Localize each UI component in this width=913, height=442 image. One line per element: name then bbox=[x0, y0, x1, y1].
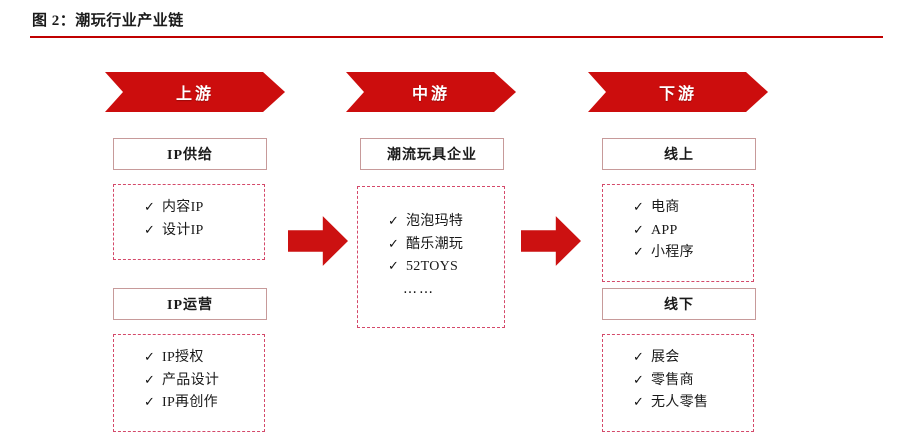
group-items-ip-supply: ✓ 内容IP ✓ 设计IP bbox=[113, 184, 265, 260]
list-item: ✓ 设计IP bbox=[144, 220, 264, 243]
check-icon: ✓ bbox=[388, 259, 399, 275]
stage-banner-downstream: 下游 bbox=[588, 72, 768, 112]
list-item-label: 小程序 bbox=[651, 245, 694, 261]
group-title-ip-operation: IP运营 bbox=[113, 288, 267, 320]
flow-arrow-icon-upstream-to-midstream bbox=[288, 216, 348, 266]
group-title-label: 潮流玩具企业 bbox=[387, 148, 477, 163]
list-ellipsis: …… bbox=[403, 281, 435, 298]
group-title-label: 线下 bbox=[664, 298, 694, 313]
stage-banner-label: 下游 bbox=[658, 86, 697, 103]
group-title-online: 线上 bbox=[602, 138, 756, 170]
list-item: ✓ 零售商 bbox=[633, 370, 753, 393]
list-item-label: IP授权 bbox=[162, 350, 204, 365]
check-icon: ✓ bbox=[144, 395, 155, 411]
group-title-label: 线上 bbox=[664, 148, 694, 163]
check-icon: ✓ bbox=[633, 350, 644, 365]
group-items-offline: ✓ 展会 ✓ 零售商 ✓ 无人零售 bbox=[602, 334, 754, 432]
group-title-offline: 线下 bbox=[602, 288, 756, 320]
stage-banner-midstream: 中游 bbox=[346, 72, 516, 112]
list-item-label: 酷乐潮玩 bbox=[406, 236, 464, 252]
group-title-ip-supply: IP供给 bbox=[113, 138, 267, 170]
item-list: ✓ 展会 ✓ 零售商 ✓ 无人零售 bbox=[603, 347, 753, 415]
group-items-toy-companies: ✓ 泡泡玛特 ✓ 酷乐潮玩 ✓ 52TOYS …… bbox=[357, 186, 505, 328]
item-list: ✓ 泡泡玛特 ✓ 酷乐潮玩 ✓ 52TOYS bbox=[358, 211, 504, 279]
list-item-label: 设计IP bbox=[162, 222, 204, 238]
list-item: ✓ 小程序 bbox=[633, 242, 753, 265]
list-item: ✓ 展会 bbox=[633, 347, 753, 370]
list-item: ✓ APP bbox=[633, 220, 753, 243]
list-item: ✓ 无人零售 bbox=[633, 392, 753, 415]
group-items-online: ✓ 电商 ✓ APP ✓ 小程序 bbox=[602, 184, 754, 282]
check-icon: ✓ bbox=[144, 372, 155, 388]
check-icon: ✓ bbox=[144, 350, 155, 365]
check-icon: ✓ bbox=[388, 214, 399, 229]
list-item-label: 电商 bbox=[651, 200, 680, 215]
list-item: ✓ 产品设计 bbox=[144, 370, 264, 393]
list-item-label: 展会 bbox=[651, 350, 680, 365]
list-item: ✓ 泡泡玛特 bbox=[388, 211, 504, 234]
list-item: ✓ IP授权 bbox=[144, 347, 264, 370]
list-item: ✓ 电商 bbox=[633, 197, 753, 220]
figure-header: 图 2：潮玩行业产业链 bbox=[0, 0, 913, 44]
page-title: 图 2：潮玩行业产业链 bbox=[32, 13, 184, 29]
header-divider bbox=[30, 36, 883, 38]
list-item: ✓ 52TOYS bbox=[388, 256, 504, 279]
group-items-ip-operation: ✓ IP授权 ✓ 产品设计 ✓ IP再创作 bbox=[113, 334, 265, 432]
list-item-label: APP bbox=[651, 222, 678, 238]
list-item-label: 泡泡玛特 bbox=[406, 214, 464, 229]
check-icon: ✓ bbox=[144, 200, 155, 215]
stage-banner-upstream: 上游 bbox=[105, 72, 285, 112]
group-title-toy-companies: 潮流玩具企业 bbox=[360, 138, 504, 170]
check-icon: ✓ bbox=[633, 222, 644, 238]
item-list: ✓ IP授权 ✓ 产品设计 ✓ IP再创作 bbox=[114, 347, 264, 415]
list-item: ✓ 内容IP bbox=[144, 197, 264, 220]
flow-arrow-icon-midstream-to-downstream bbox=[521, 216, 581, 266]
item-list: ✓ 电商 ✓ APP ✓ 小程序 bbox=[603, 197, 753, 265]
list-item-label: 无人零售 bbox=[651, 395, 709, 411]
list-item-label: 内容IP bbox=[162, 200, 204, 215]
group-title-label: IP运营 bbox=[167, 298, 213, 313]
stage-banner-label: 中游 bbox=[411, 86, 450, 103]
check-icon: ✓ bbox=[633, 372, 644, 388]
list-item-label: 产品设计 bbox=[162, 372, 220, 388]
group-title-label: IP供给 bbox=[167, 148, 213, 163]
list-item-label: 零售商 bbox=[651, 372, 694, 388]
check-icon: ✓ bbox=[388, 236, 399, 252]
check-icon: ✓ bbox=[144, 222, 155, 238]
list-item: ✓ IP再创作 bbox=[144, 392, 264, 415]
check-icon: ✓ bbox=[633, 245, 644, 261]
list-item-label: IP再创作 bbox=[162, 395, 218, 411]
stage-banner-label: 上游 bbox=[175, 86, 214, 103]
list-item-label: 52TOYS bbox=[406, 259, 459, 275]
diagram-canvas: 上游 中游 下游 IP供给 ✓ 内容IP ✓ 设计IP IP运营 ✓ IP授权 bbox=[0, 44, 913, 442]
item-list: ✓ 内容IP ✓ 设计IP bbox=[114, 197, 264, 242]
check-icon: ✓ bbox=[633, 395, 644, 411]
list-item: ✓ 酷乐潮玩 bbox=[388, 234, 504, 257]
check-icon: ✓ bbox=[633, 200, 644, 215]
